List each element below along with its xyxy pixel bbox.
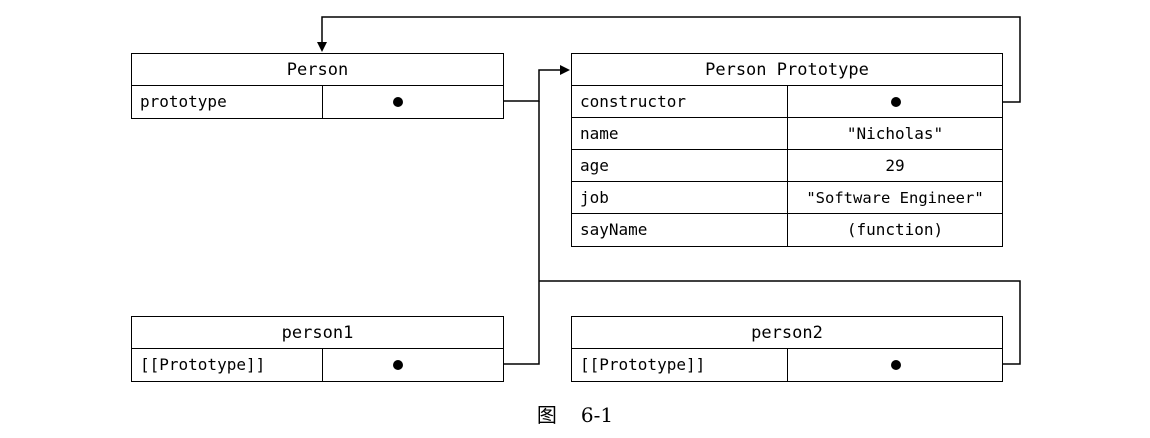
person-box: Person prototype (131, 53, 504, 119)
person-prototype-box: Person Prototype constructor name "Nicho… (571, 53, 1003, 247)
pointer-dot (891, 360, 901, 370)
person2-row-prototype: [[Prototype]] (572, 349, 1002, 381)
prototype-val-sayname: (function) (846, 220, 944, 239)
prototype-key-sayname: sayName (572, 214, 788, 246)
prototype-key-constructor: constructor (572, 86, 788, 117)
prototype-val-job: "Software Engineer" (806, 189, 984, 207)
person2-val-prototype (788, 349, 1002, 381)
prototype-val-name: "Nicholas" (846, 124, 944, 143)
person-prototype-title: Person Prototype (572, 54, 1002, 86)
prototype-val-constructor (788, 86, 1002, 117)
caption-label: 图 (536, 403, 557, 427)
person2-box: person2 [[Prototype]] (571, 316, 1003, 382)
prototype-row-name: name "Nicholas" (572, 118, 1002, 150)
prototype-row-job: job "Software Engineer" (572, 182, 1002, 214)
prototype-row-constructor: constructor (572, 86, 1002, 118)
person1-row-prototype: [[Prototype]] (132, 349, 503, 381)
prototype-key-name: name (572, 118, 788, 149)
person1-val-prototype (323, 349, 503, 381)
person-title: Person (132, 54, 503, 86)
person-row-prototype: prototype (132, 86, 503, 118)
prototype-key-job: job (572, 182, 788, 213)
prototype-key-age: age (572, 150, 788, 181)
caption-number: 6-1 (580, 403, 614, 427)
figure-caption: 图 6-1 (0, 399, 1150, 428)
person1-title: person1 (132, 317, 503, 349)
person1-box: person1 [[Prototype]] (131, 316, 504, 382)
prototype-row-age: age 29 (572, 150, 1002, 182)
pointer-dot (891, 97, 901, 107)
pointer-dot (393, 97, 403, 107)
prototype-row-sayname: sayName (function) (572, 214, 1002, 246)
person-key-prototype: prototype (132, 86, 323, 118)
person2-title: person2 (572, 317, 1002, 349)
prototype-val-age: 29 (885, 156, 905, 175)
person-val-prototype (323, 86, 503, 118)
pointer-dot (393, 360, 403, 370)
person2-key-prototype: [[Prototype]] (572, 349, 788, 381)
person1-key-prototype: [[Prototype]] (132, 349, 323, 381)
